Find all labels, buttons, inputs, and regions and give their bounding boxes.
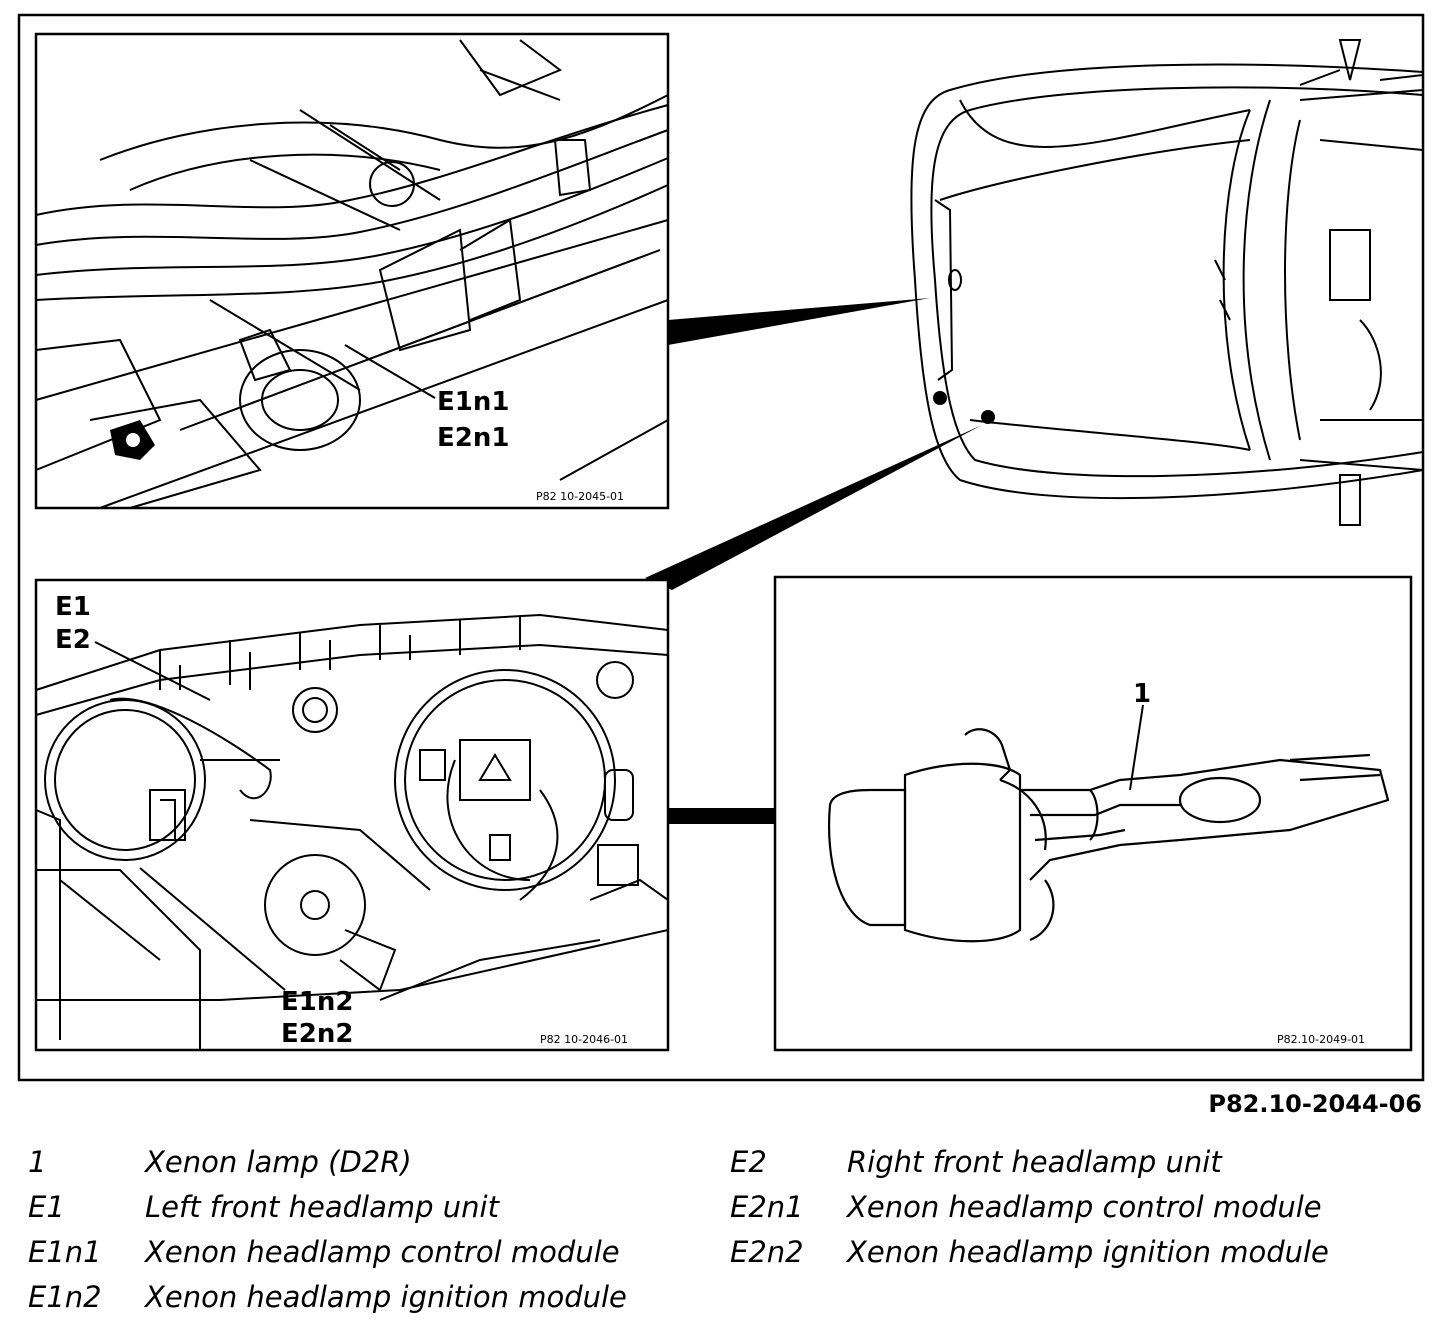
legend-row: E1 Left front headlamp unit	[28, 1190, 708, 1235]
legend-text: Xenon headlamp ignition module	[145, 1280, 627, 1314]
legend-text: Xenon headlamp control module	[847, 1190, 1322, 1224]
panel-code-bottom-right: P82.10-2049-01	[1277, 1033, 1365, 1046]
legend-key: E2n2	[730, 1235, 804, 1269]
label-e2n2: E2n2	[281, 1019, 353, 1049]
legend-key: 1	[28, 1145, 47, 1179]
label-e1n1: E1n1	[437, 387, 509, 417]
callout-wedge-top	[668, 298, 930, 345]
panel-bottom-left: E1 E2 E1n2 E2n2 P82 10-2046-01	[34, 578, 670, 1052]
legend-row: E2 Right front headlamp unit	[730, 1145, 1430, 1190]
label-lamp-1: 1	[1133, 679, 1151, 709]
outer-frame	[17, 13, 1425, 1082]
figure-id: P82.10-2044-06	[1208, 1090, 1422, 1118]
panel-code-bottom-left: P82 10-2046-01	[540, 1033, 628, 1046]
legend-key: E2	[730, 1145, 767, 1179]
location-dot-2	[981, 410, 995, 424]
legend-row: 1 Xenon lamp (D2R)	[28, 1145, 708, 1190]
panel-code-top-left: P82 10-2045-01	[536, 490, 624, 503]
callout-bar-right	[667, 808, 775, 824]
legend-key: E1n1	[28, 1235, 102, 1269]
legend-key: E1n2	[28, 1280, 102, 1314]
legend-text: Xenon lamp (D2R)	[145, 1145, 412, 1179]
label-e1: E1	[55, 592, 91, 622]
panel-bottom-right: 1 P82.10-2049-01	[773, 575, 1413, 1052]
legend-row: E1n1 Xenon headlamp control module	[28, 1235, 708, 1280]
legend-text: Xenon headlamp ignition module	[847, 1235, 1329, 1269]
location-dot-1	[933, 391, 947, 405]
legend-text: Xenon headlamp control module	[145, 1235, 620, 1269]
legend-text: Right front headlamp unit	[847, 1145, 1222, 1179]
car-top-view	[910, 39, 1424, 526]
label-e2: E2	[55, 625, 91, 655]
legend-key: E1	[28, 1190, 65, 1224]
callout-wedge-bottom	[645, 425, 982, 590]
panel-top-left: E1n1 E2n1 P82 10-2045-01	[34, 32, 670, 510]
legend-row: E2n2 Xenon headlamp ignition module	[730, 1235, 1430, 1280]
legend-left: 1 Xenon lamp (D2R) E1 Left front headlam…	[28, 1145, 708, 1325]
label-e1n2: E1n2	[281, 987, 353, 1017]
legend-text: Left front headlamp unit	[145, 1190, 499, 1224]
legend-row: E1n2 Xenon headlamp ignition module	[28, 1280, 708, 1325]
legend-key: E2n1	[730, 1190, 804, 1224]
legend-right: E2 Right front headlamp unit E2n1 Xenon …	[730, 1145, 1430, 1280]
legend-row: E2n1 Xenon headlamp control module	[730, 1190, 1430, 1235]
label-e2n1: E2n1	[437, 423, 509, 453]
